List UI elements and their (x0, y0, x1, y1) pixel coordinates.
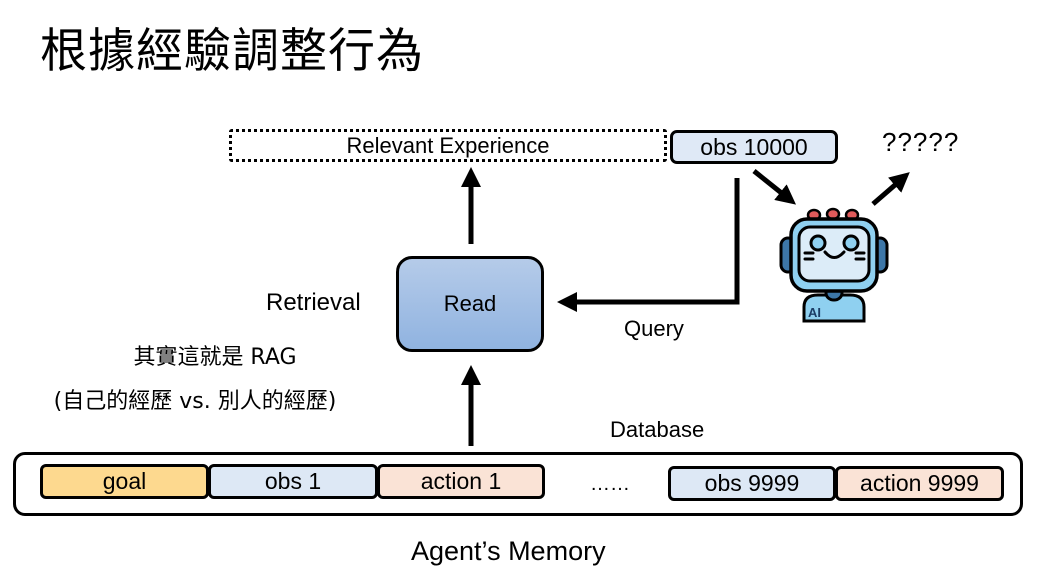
memory-cell-obs-9999: obs 9999 (668, 466, 836, 501)
memory-cell-label: action 9999 (860, 470, 979, 496)
read-label: Read (443, 291, 497, 316)
memory-ellipsis: …… (590, 473, 630, 495)
arrow-robot-to-output (871, 172, 910, 206)
retrieval-label: Retrieval (266, 289, 361, 316)
robot-icon: AI (779, 207, 889, 323)
current-observation-box: obs 10000 (670, 130, 838, 164)
rag-note-line1: 其實這就是 RAG (133, 345, 297, 370)
memory-cell-label: action 1 (420, 468, 502, 494)
arrow-obs-to-robot (752, 169, 797, 205)
read-box: Read (396, 256, 544, 352)
agent-memory-label: Agent’s Memory (411, 536, 606, 566)
relevant-experience-box: Relevant Experience (229, 129, 667, 162)
page-title: 根據經驗調整行為 (40, 24, 424, 79)
relevant-experience-label: Relevant Experience (346, 132, 550, 158)
memory-cell-obs-1: obs 1 (208, 464, 378, 499)
database-label: Database (610, 417, 705, 442)
memory-cell-action-9999: action 9999 (835, 466, 1004, 501)
memory-cell-label: goal (102, 468, 147, 494)
memory-cell-label: obs 9999 (704, 470, 800, 496)
current-observation-label: obs 10000 (700, 133, 808, 160)
robot-ai-badge: AI (808, 305, 821, 320)
query-label: Query (624, 316, 684, 341)
agent-memory-box (13, 452, 1023, 516)
memory-cell-action-1: action 1 (377, 464, 545, 499)
query-connector (572, 178, 740, 305)
rag-note-line2: (自己的經歷 vs. 別人的經歷) (53, 389, 337, 414)
memory-cell-label: obs 1 (264, 468, 322, 494)
memory-cell-goal: goal (40, 464, 209, 499)
unknown-output-label: ????? (882, 127, 960, 157)
